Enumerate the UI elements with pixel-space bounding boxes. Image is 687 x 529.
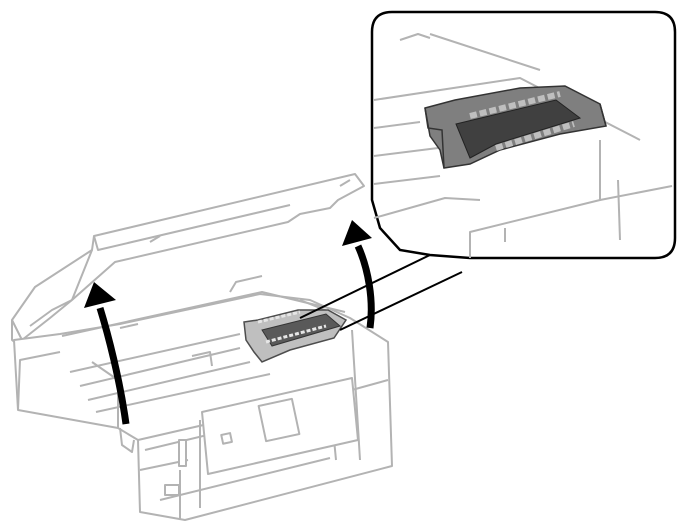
curved-up-arrow-icon [342, 220, 375, 329]
callout-bubble [370, 10, 677, 260]
memory-card-slot [119, 427, 187, 496]
printer-interior [61, 275, 346, 413]
control-panel [201, 377, 359, 475]
print-head-closeup [424, 85, 607, 169]
curved-up-arrow-icon [84, 282, 130, 425]
display-screen [257, 397, 301, 443]
panel-button [220, 432, 233, 445]
print-head [243, 309, 348, 363]
